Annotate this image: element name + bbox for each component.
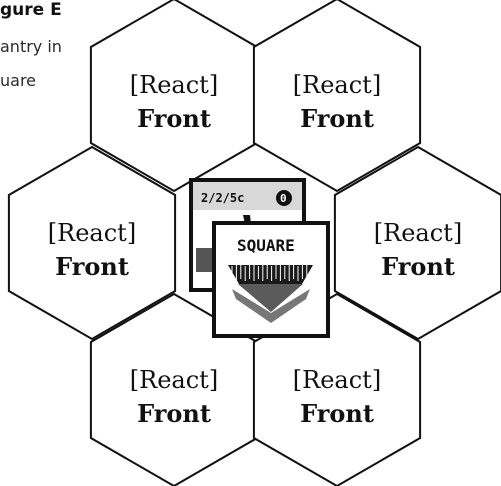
- counter-stack: 2/2/5c 0 SQUARE: [189, 178, 330, 338]
- hex-middle-left-line1: [React]: [48, 219, 136, 247]
- hex-middle-left-line2: Front: [55, 252, 129, 281]
- caption-line-2: uare: [0, 71, 36, 90]
- back-counter-strength: 2/2/5c: [201, 191, 244, 205]
- back-counter-badge-text: 0: [280, 192, 287, 205]
- hex-top-right-line1: [React]: [293, 71, 381, 99]
- front-counter-label: SQUARE: [237, 236, 295, 255]
- square-formation-icon: [228, 264, 313, 323]
- hex-top-left-line1: [React]: [130, 71, 218, 99]
- hex-bottom-right-line1: [React]: [293, 366, 381, 394]
- caption-line-1: antry in: [0, 37, 62, 56]
- back-counter-badge: [276, 190, 292, 206]
- hex-bottom-right-line2: Front: [300, 399, 374, 428]
- hex-middle-right: [333, 145, 501, 341]
- hex-bottom-right: [252, 292, 422, 486]
- figure-title: gure E: [0, 0, 62, 20]
- hex-bottom-left-line1: [React]: [130, 366, 218, 394]
- hex-bottom-left-line2: Front: [137, 399, 211, 428]
- hex-top-left-line2: Front: [137, 104, 211, 133]
- hex-labels: [React] Front [React] Front [React] Fron…: [48, 71, 462, 428]
- figure-caption: gure E antry in uare: [0, 0, 62, 90]
- hex-middle-right-line1: [React]: [374, 219, 462, 247]
- hex-top-right-line2: Front: [300, 104, 374, 133]
- back-counter-edge-mark: [196, 248, 212, 272]
- hex-grid: [7, 0, 501, 486]
- hex-top-right: [252, 0, 422, 193]
- front-counter: SQUARE: [212, 221, 330, 338]
- hex-middle-right-line2: Front: [381, 252, 455, 281]
- hex-middle-left: [7, 145, 177, 341]
